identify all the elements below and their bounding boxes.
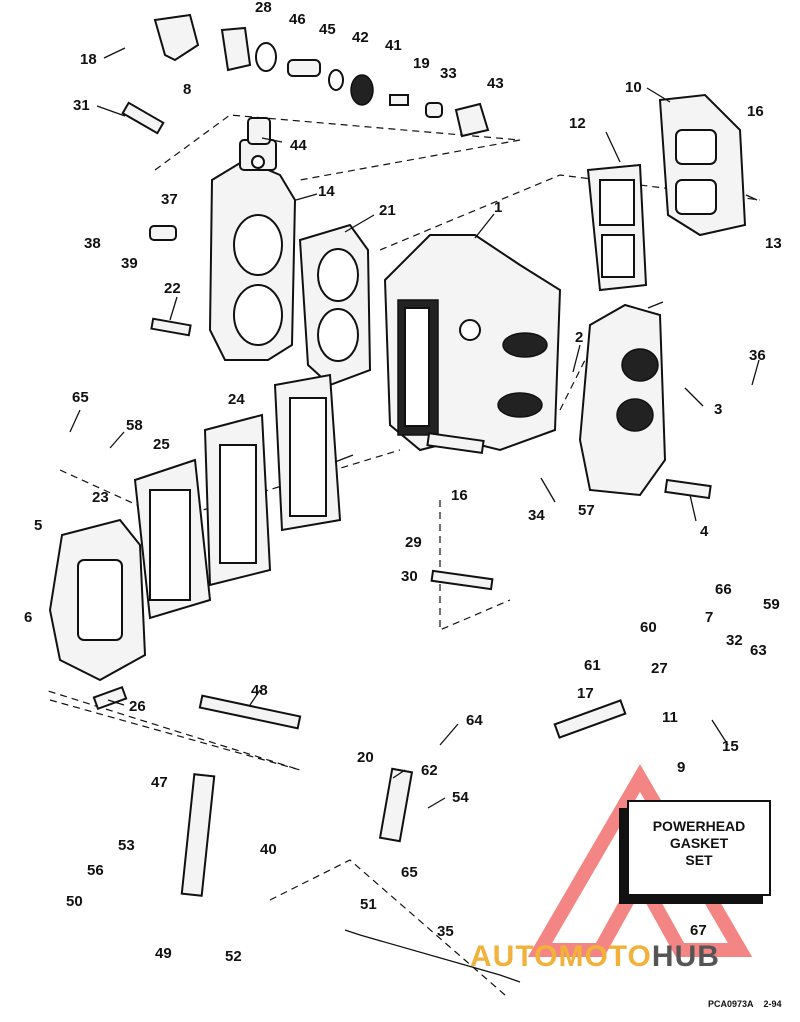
watermark-text: AUTOMOTOHUB bbox=[470, 940, 720, 973]
callout-label: 9 bbox=[677, 759, 685, 776]
callout-label: 66 bbox=[715, 581, 732, 598]
callout-label: 47 bbox=[151, 774, 168, 791]
callout-label: 14 bbox=[318, 183, 335, 200]
callout-label: 57 bbox=[578, 502, 595, 519]
reed-plate-part bbox=[203, 413, 272, 587]
callout-label: 48 bbox=[251, 682, 268, 699]
crankcase-cover-part bbox=[578, 303, 667, 497]
callout-label: 16 bbox=[451, 487, 468, 504]
callout-label: 22 bbox=[164, 280, 181, 297]
callout-label: 44 bbox=[290, 137, 307, 154]
callout-label: 11 bbox=[662, 709, 678, 726]
callout-labels: 28 46 45 42 41 19 33 43 18 8 31 44 14 10… bbox=[24, 0, 782, 965]
callout-label: 35 bbox=[437, 923, 454, 940]
cylinder-head-part bbox=[208, 139, 297, 361]
callout-label: 29 bbox=[405, 534, 422, 551]
callout-label: 63 bbox=[750, 642, 767, 659]
callout-label: 13 bbox=[765, 235, 782, 252]
callout-label: 61 bbox=[584, 657, 601, 674]
head-gasket-part bbox=[298, 223, 372, 387]
figure-reference: PCA0973A 2-94 bbox=[708, 999, 792, 1009]
callout-label: 21 bbox=[379, 202, 396, 219]
callout-label: 36 bbox=[749, 347, 766, 364]
callout-label: 2 bbox=[575, 329, 583, 346]
callout-label: 56 bbox=[87, 862, 104, 879]
callout-label: 15 bbox=[722, 738, 739, 755]
gasket-set-box: POWERHEAD GASKET SET bbox=[627, 800, 771, 896]
callout-label: 8 bbox=[183, 81, 191, 98]
callout-label: 19 bbox=[413, 55, 430, 72]
callout-label: 37 bbox=[161, 191, 178, 208]
exhaust-cover-part bbox=[658, 93, 747, 237]
callout-label: 16 bbox=[747, 103, 764, 120]
callout-label: 10 bbox=[625, 79, 642, 96]
callout-label: 64 bbox=[466, 712, 483, 729]
callout-label: 39 bbox=[121, 255, 138, 272]
callout-label: 67 bbox=[690, 922, 707, 939]
callout-label: 65 bbox=[72, 389, 89, 406]
callout-label: 40 bbox=[260, 841, 277, 858]
callout-label: 54 bbox=[452, 789, 469, 806]
callout-label: 31 bbox=[73, 97, 90, 114]
callout-label: 51 bbox=[360, 896, 377, 913]
callout-label: 30 bbox=[401, 568, 418, 585]
callout-label: 50 bbox=[66, 893, 83, 910]
callout-label: 32 bbox=[726, 632, 743, 649]
cylinder-block-part bbox=[383, 234, 562, 452]
callout-label: 65 bbox=[401, 864, 418, 881]
callout-label: 45 bbox=[319, 21, 336, 38]
callout-label: 7 bbox=[705, 609, 713, 626]
callout-label: 25 bbox=[153, 436, 170, 453]
transfer-cover-gasket-part bbox=[273, 373, 342, 532]
callout-label: 24 bbox=[228, 391, 245, 408]
callout-label: 26 bbox=[129, 698, 146, 715]
hardware-parts bbox=[92, 13, 712, 983]
callout-label: 20 bbox=[357, 749, 374, 766]
callout-label: 52 bbox=[225, 948, 242, 965]
intake-manifold-part bbox=[48, 518, 147, 682]
callout-label: 43 bbox=[487, 75, 504, 92]
callout-label: 3 bbox=[714, 401, 722, 418]
callout-label: 28 bbox=[255, 0, 272, 16]
callout-label: 18 bbox=[80, 51, 97, 68]
gasket-set-label: POWERHEAD GASKET SET bbox=[652, 818, 746, 868]
callout-label: 46 bbox=[289, 11, 306, 28]
leader-lines bbox=[69, 47, 760, 901]
callout-label: 34 bbox=[528, 507, 545, 524]
callout-label: 60 bbox=[640, 619, 657, 636]
callout-label: 62 bbox=[421, 762, 438, 779]
callout-label: 38 bbox=[84, 235, 101, 252]
callout-label: 42 bbox=[352, 29, 369, 46]
callout-label: 53 bbox=[118, 837, 135, 854]
callout-label: 4 bbox=[700, 523, 709, 540]
figure-ref-date: 2-94 bbox=[763, 999, 782, 1009]
callout-label: 23 bbox=[92, 489, 109, 506]
figure-ref-code: PCA0973A bbox=[708, 999, 754, 1009]
callout-label: 49 bbox=[155, 945, 172, 962]
exhaust-gasket-part bbox=[586, 163, 648, 292]
callout-label: 5 bbox=[34, 517, 42, 534]
callout-label: 58 bbox=[126, 417, 143, 434]
callout-label: 17 bbox=[577, 685, 594, 702]
callout-label: 27 bbox=[651, 660, 668, 677]
callout-label: 6 bbox=[24, 609, 32, 626]
callout-label: 12 bbox=[569, 115, 586, 132]
callout-label: 1 bbox=[494, 199, 502, 216]
callout-label: 59 bbox=[763, 596, 780, 613]
callout-label: 33 bbox=[440, 65, 457, 82]
reed-gasket-part bbox=[133, 458, 212, 620]
callout-label: 41 bbox=[385, 37, 402, 54]
